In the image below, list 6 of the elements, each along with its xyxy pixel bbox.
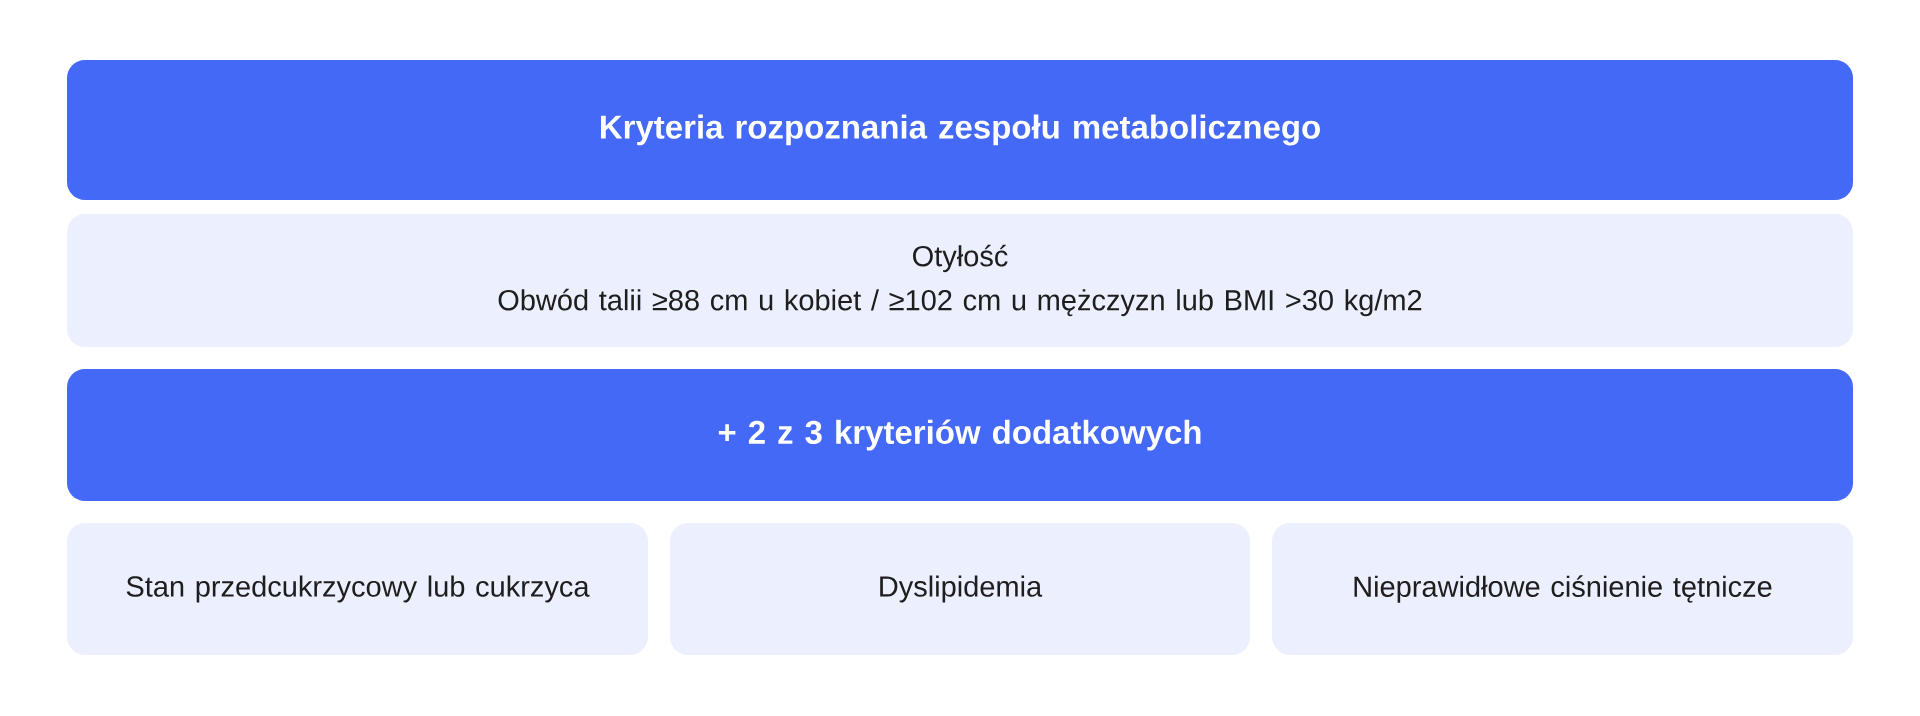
criteria-box: Stan przedcukrzycowy lub cukrzyca	[67, 523, 648, 655]
criteria-box: Dyslipidemia	[670, 523, 1250, 655]
criteria-box: Otyłość Obwód talii ≥88 cm u kobiet / ≥102 cm u mężczyzn lub BMI >30 kg/m2	[67, 214, 1853, 347]
header-box: + 2 z 3 kryteriów dodatkowych	[67, 369, 1853, 501]
header-box: Kryteria rozpoznania zespołu metabolicznego	[67, 60, 1853, 200]
criteria-box: Nieprawidłowe ciśnienie tętnicze	[1272, 523, 1853, 655]
